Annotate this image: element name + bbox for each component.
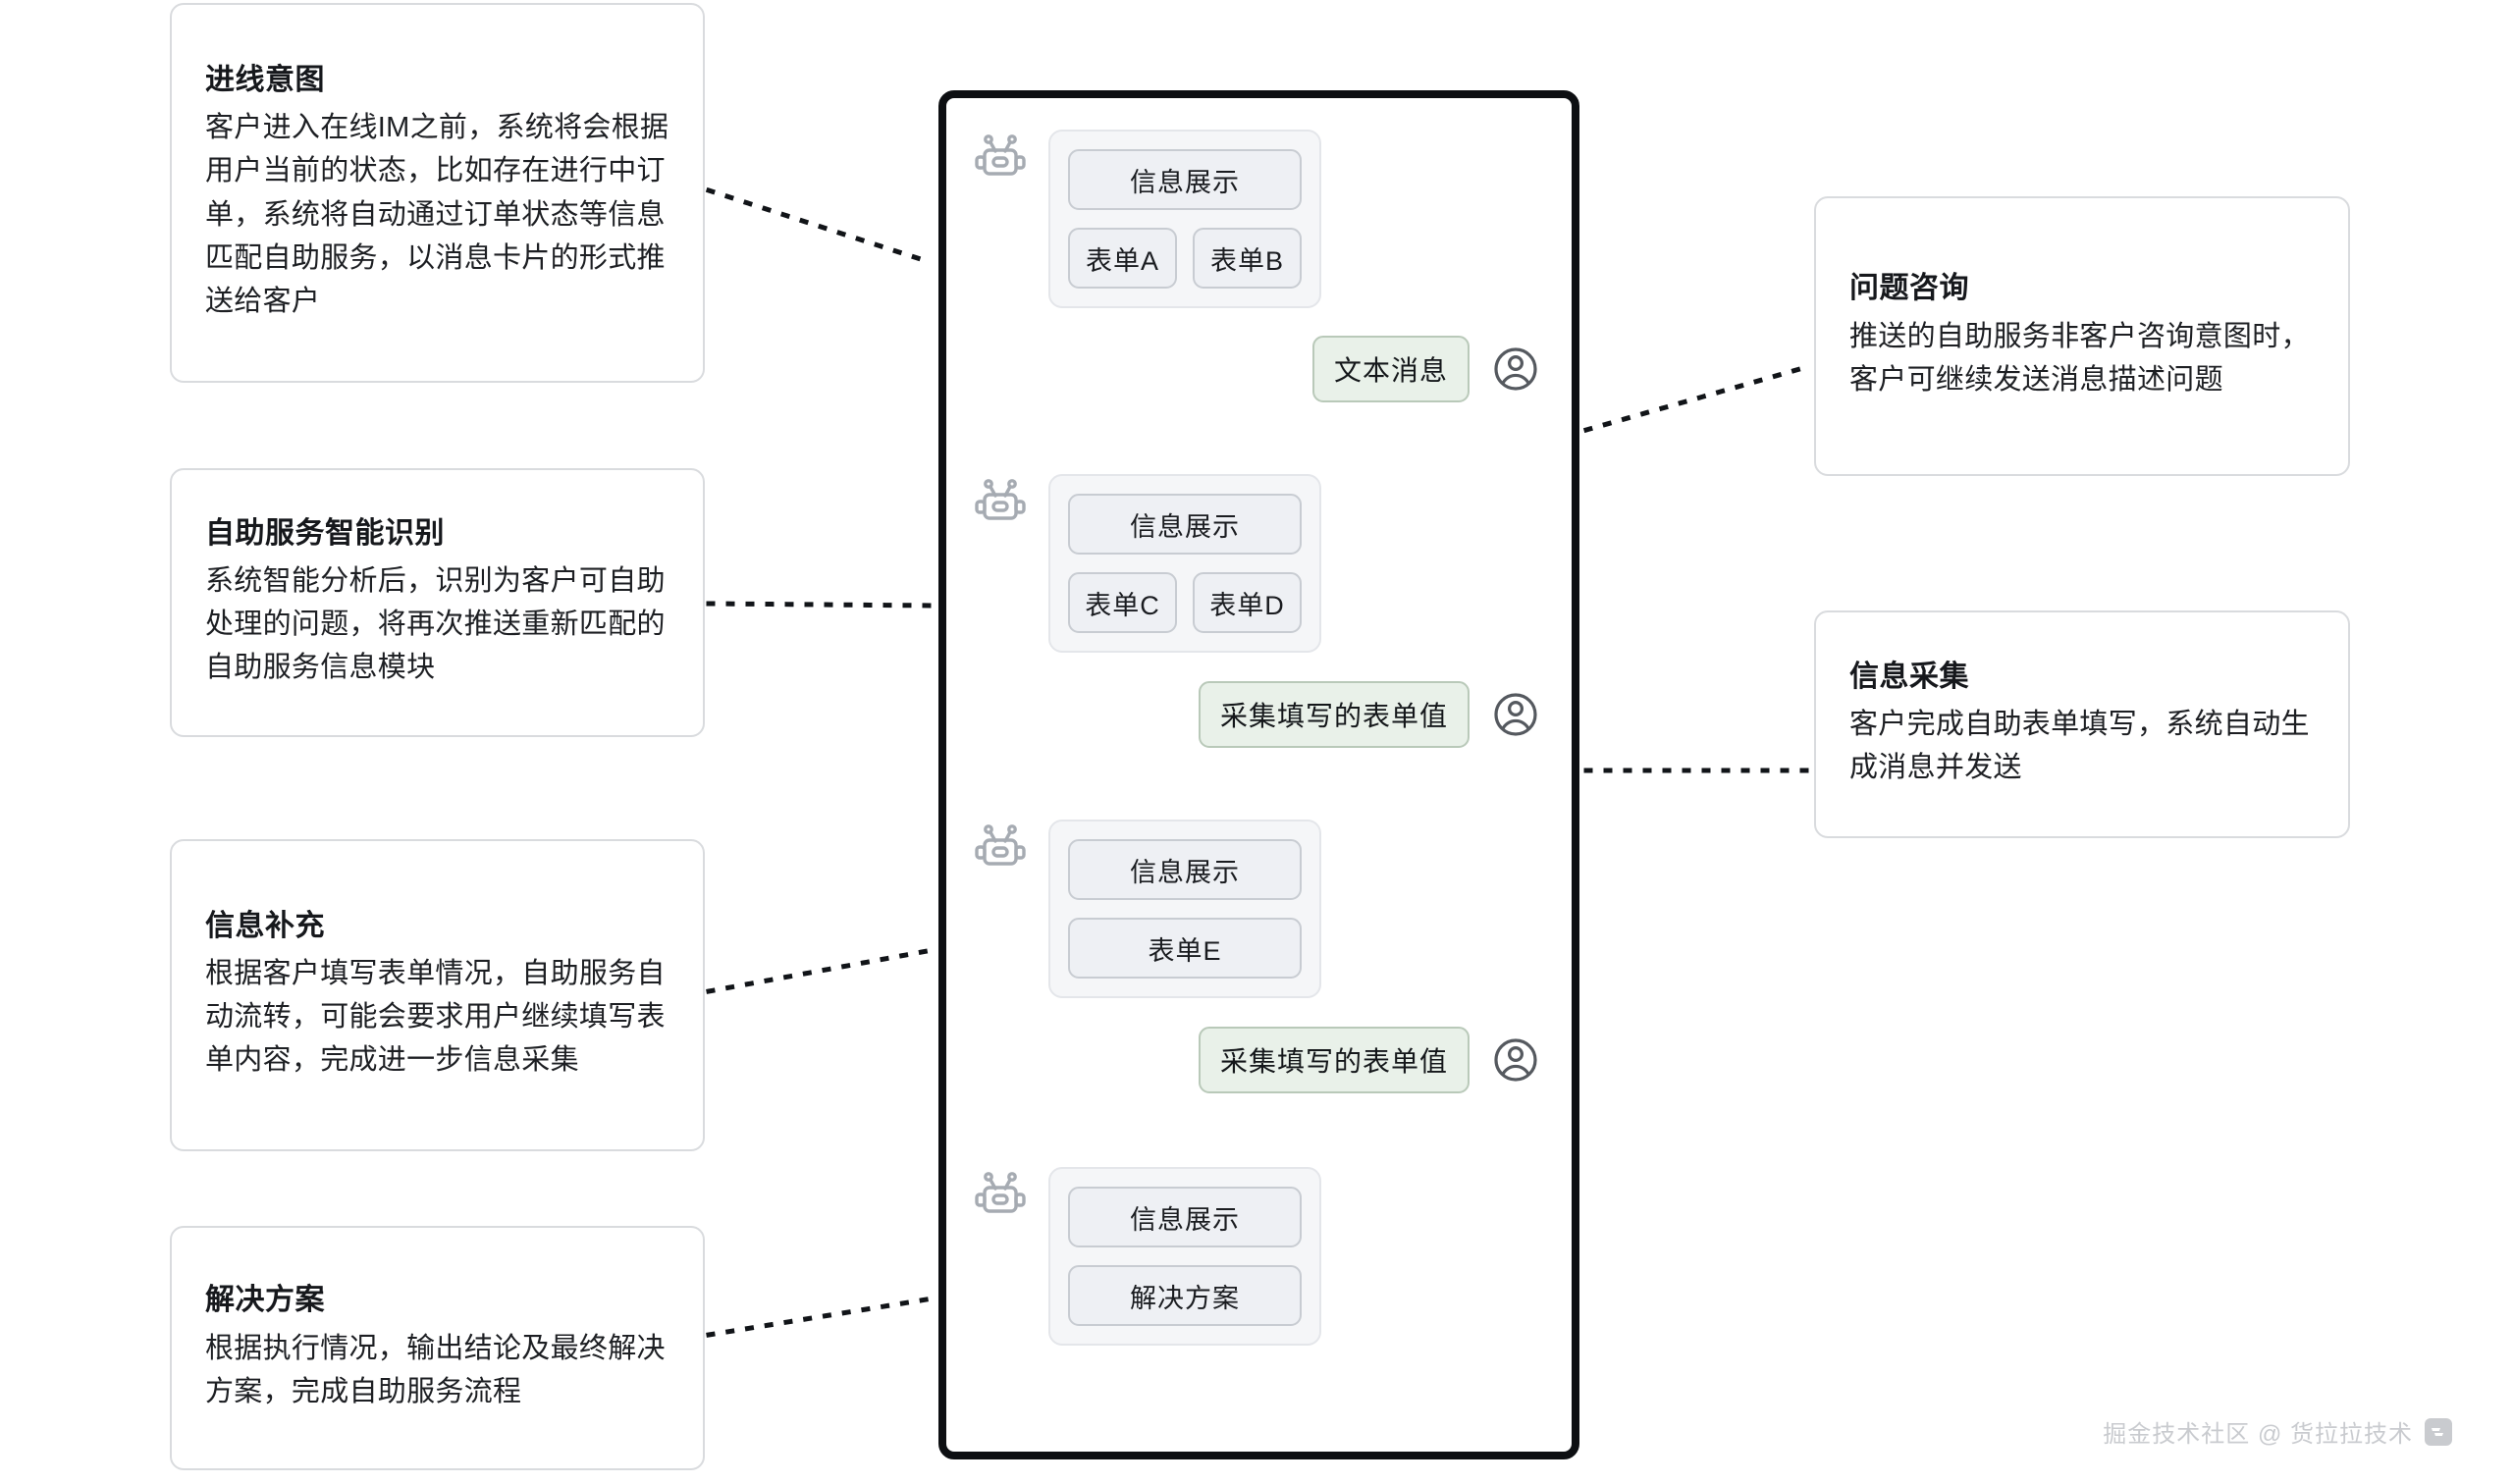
brand-logo-icon xyxy=(2425,1417,2452,1446)
chip-row: 表单C 表单D xyxy=(1068,572,1302,633)
chip-form-b[interactable]: 表单B xyxy=(1193,228,1302,289)
user-message-row: 采集填写的表单值 xyxy=(1198,681,1544,748)
chip-form-d[interactable]: 表单D xyxy=(1193,572,1302,633)
robot-icon xyxy=(972,1167,1029,1224)
bot-message-group: 信息展示 表单A 表单B xyxy=(972,130,1321,308)
user-message-bubble[interactable]: 采集填写的表单值 xyxy=(1198,1027,1470,1093)
annotation-body: 客户进入在线IM之前，系统将会根据用户当前的状态，比如存在进行中订单，系统将自动… xyxy=(205,112,669,317)
chip-info-display[interactable]: 信息展示 xyxy=(1068,149,1302,210)
connector-intent xyxy=(705,186,936,267)
robot-icon xyxy=(972,474,1029,531)
annotation-title: 信息采集 xyxy=(1849,660,1969,693)
annotation-card-recognize: 自助服务智能识别 系统智能分析后，识别为客户可自助处理的问题，将再次推送重新匹配… xyxy=(170,468,705,737)
annotation-card-question: 问题咨询 推送的自助服务非客户咨询意图时，客户可继续发送消息描述问题 xyxy=(1814,196,2350,476)
chip-form-a[interactable]: 表单A xyxy=(1068,228,1177,289)
bot-message-group: 信息展示 解决方案 xyxy=(972,1167,1321,1346)
bot-message-group: 信息展示 表单C 表单D xyxy=(972,474,1321,653)
user-message-row: 采集填写的表单值 xyxy=(1198,1027,1544,1093)
user-message-bubble[interactable]: 采集填写的表单值 xyxy=(1198,681,1470,748)
bot-card: 信息展示 表单C 表单D xyxy=(1048,474,1321,653)
chip-info-display[interactable]: 信息展示 xyxy=(1068,1187,1302,1247)
annotation-card-supplement: 信息补充 根据客户填写表单情况，自助服务自动流转，可能会要求用户继续填写表单内容… xyxy=(170,839,705,1151)
annotation-card-collect: 信息采集 客户完成自助表单填写，系统自动生成消息并发送 xyxy=(1814,610,2350,838)
watermark-text: 掘金技术社区 @ 货拉拉技术 xyxy=(2103,1421,2413,1448)
annotation-card-solution: 解决方案 根据执行情况，输出结论及最终解决方案，完成自助服务流程 xyxy=(170,1226,705,1470)
chip-form-c[interactable]: 表单C xyxy=(1068,572,1177,633)
annotation-title: 进线意图 xyxy=(205,64,325,97)
annotation-body: 根据执行情况，输出结论及最终解决方案，完成自助服务流程 xyxy=(205,1332,666,1407)
robot-icon xyxy=(972,130,1029,186)
annotation-body: 根据客户填写表单情况，自助服务自动流转，可能会要求用户继续填写表单内容，完成进一… xyxy=(205,957,666,1077)
user-avatar-icon xyxy=(1487,1032,1544,1088)
chip-solution[interactable]: 解决方案 xyxy=(1068,1265,1302,1326)
robot-icon xyxy=(972,820,1029,876)
im-chat-panel: 信息展示 表单A 表单B 文本消息 xyxy=(938,90,1579,1459)
chip-info-display[interactable]: 信息展示 xyxy=(1068,494,1302,555)
annotation-title: 自助服务智能识别 xyxy=(205,516,445,550)
annotation-body: 推送的自助服务非客户咨询意图时，客户可继续发送消息描述问题 xyxy=(1849,320,2310,396)
user-message-row: 文本消息 xyxy=(1311,336,1544,402)
annotation-title: 问题咨询 xyxy=(1849,272,1969,305)
bot-card: 信息展示 表单E xyxy=(1048,820,1321,998)
chip-row: 表单A 表单B xyxy=(1068,228,1302,289)
user-message-bubble[interactable]: 文本消息 xyxy=(1311,336,1470,402)
chip-form-e[interactable]: 表单E xyxy=(1068,918,1302,979)
user-avatar-icon xyxy=(1487,686,1544,743)
connector-recognize xyxy=(706,601,936,609)
annotation-card-intent: 进线意图 客户进入在线IM之前，系统将会根据用户当前的状态，比如存在进行中订单，… xyxy=(170,3,705,383)
connector-question xyxy=(1582,362,1814,434)
user-avatar-icon xyxy=(1487,341,1544,398)
connector-supplement xyxy=(706,947,936,994)
bot-card: 信息展示 表单A 表单B xyxy=(1048,130,1321,308)
annotation-title: 信息补充 xyxy=(205,909,325,942)
annotation-body: 系统智能分析后，识别为客户可自助处理的问题，将再次推送重新匹配的自助服务信息模块 xyxy=(205,564,666,684)
annotation-body: 客户完成自助表单填写，系统自动生成消息并发送 xyxy=(1849,709,2310,784)
watermark: 掘金技术社区 @ 货拉拉技术 xyxy=(2103,1414,2452,1449)
chip-info-display[interactable]: 信息展示 xyxy=(1068,839,1302,900)
bot-message-group: 信息展示 表单E xyxy=(972,820,1321,998)
connector-solution xyxy=(706,1296,936,1338)
bot-card: 信息展示 解决方案 xyxy=(1048,1167,1321,1346)
annotation-title: 解决方案 xyxy=(205,1284,325,1317)
